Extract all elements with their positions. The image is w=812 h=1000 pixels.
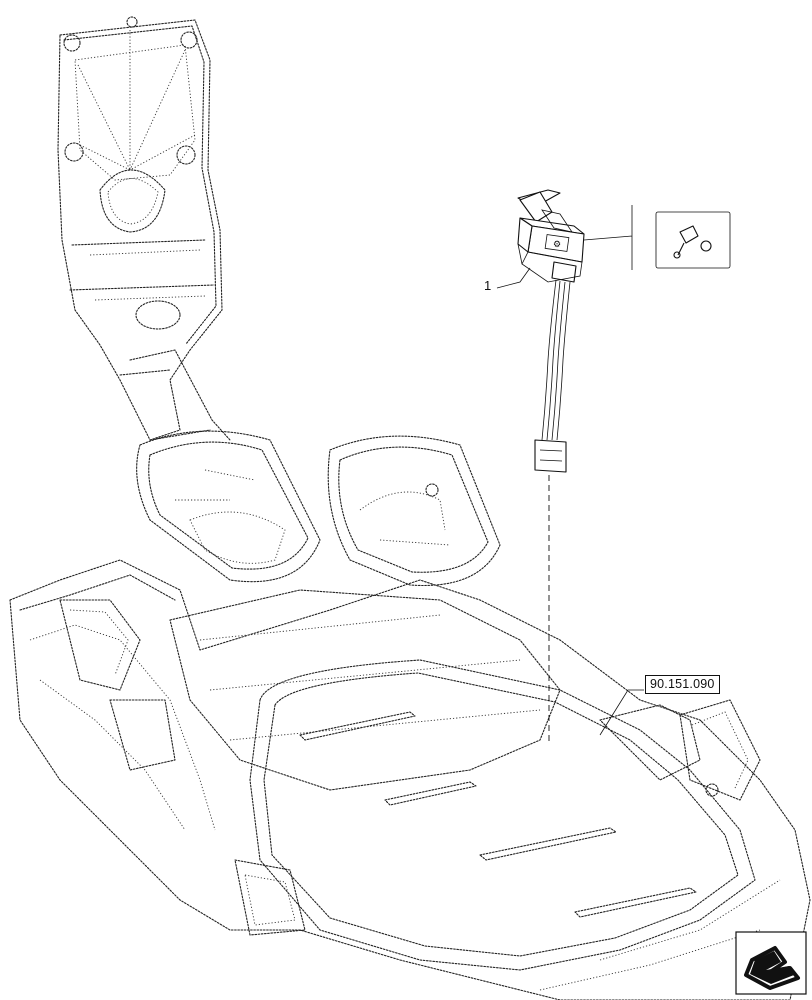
return-arrow-icon[interactable] xyxy=(735,931,807,995)
reference-link-box[interactable]: 90.151.090 xyxy=(645,675,720,694)
kit-symbol-box xyxy=(655,211,731,269)
right-cupholder xyxy=(327,435,501,587)
armrest-arm xyxy=(57,16,231,441)
leader-line-reference xyxy=(599,689,644,736)
rocker-switch: ⚙ xyxy=(517,189,585,283)
left-cupholder xyxy=(136,430,321,583)
svg-text:⚙: ⚙ xyxy=(553,239,561,249)
wiring-harness xyxy=(534,279,571,473)
kit-symbol-group xyxy=(583,205,731,270)
leader-line-1 xyxy=(496,267,531,289)
pin-and-ring-icon xyxy=(673,225,712,259)
callout-item-1: 1 xyxy=(484,278,492,293)
console-body xyxy=(9,559,811,1000)
